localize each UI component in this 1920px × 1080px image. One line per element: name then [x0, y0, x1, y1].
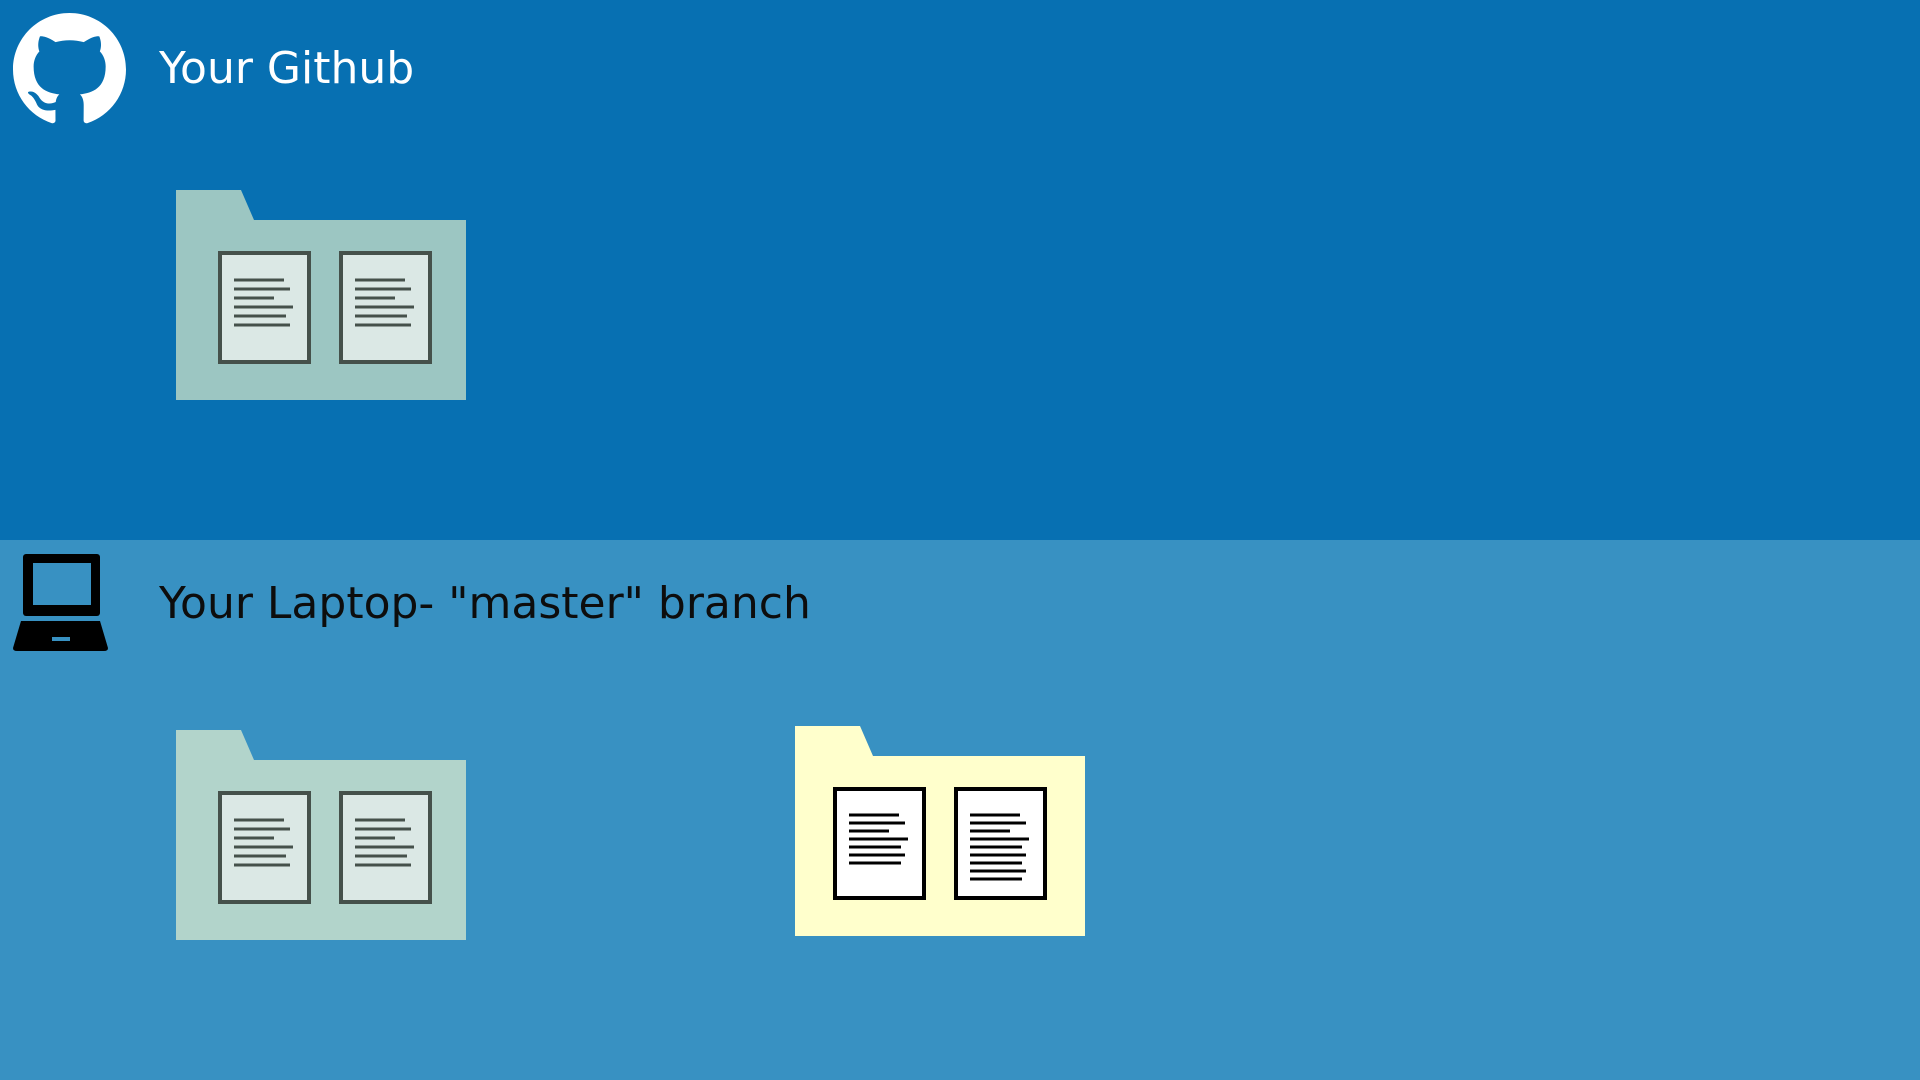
laptop-icon	[12, 551, 132, 651]
document-icon	[954, 787, 1047, 900]
github-octocat-icon	[13, 13, 126, 126]
laptop-repo-folder	[176, 730, 466, 940]
document-icon	[339, 791, 432, 904]
github-repo-folder	[176, 190, 466, 400]
laptop-title: Your Laptop- "master" branch	[159, 578, 811, 629]
github-title: Your Github	[159, 43, 415, 94]
document-icon	[218, 251, 311, 364]
laptop-panel: Your Laptop- "master" branch	[0, 540, 1920, 1080]
document-icon	[218, 791, 311, 904]
laptop-new-folder	[795, 726, 1085, 936]
document-icon	[833, 787, 926, 900]
github-panel: Your Github	[0, 0, 1920, 540]
document-icon	[339, 251, 432, 364]
